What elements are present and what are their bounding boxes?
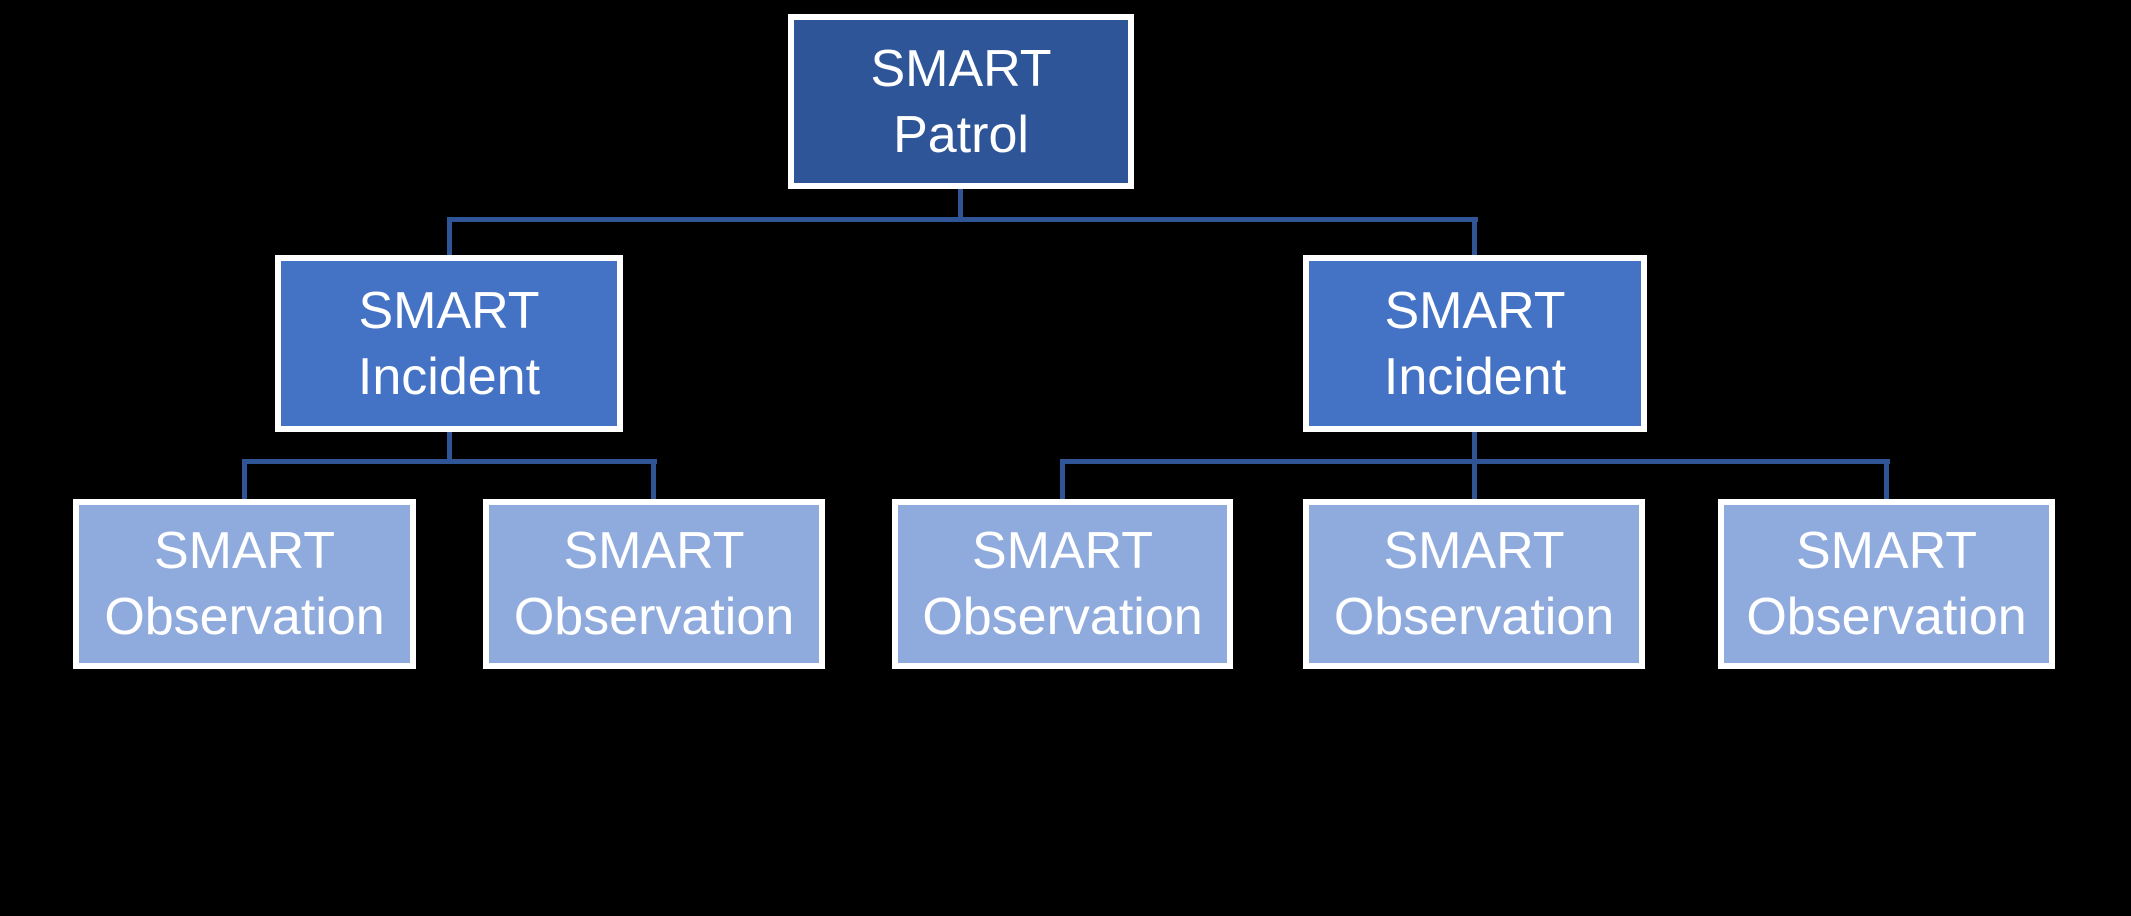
node-label-line: SMART [358, 281, 540, 340]
connector-left-horizontal [242, 459, 657, 464]
connector-drop-observation-3 [1060, 459, 1065, 500]
node-label-line: SMART [153, 522, 336, 580]
node-smart-observation-1: SMART Observation [73, 499, 416, 669]
connector-level2-horizontal [447, 217, 1478, 222]
connector-drop-observation-2 [651, 459, 656, 500]
node-label-line: SMART [1384, 281, 1566, 340]
node-label-line: Incident [357, 347, 541, 406]
connector-drop-incident-1 [447, 217, 452, 255]
node-label-line: Incident [1383, 347, 1567, 406]
node-smart-patrol: SMART Patrol [788, 14, 1134, 189]
node-label-line: Observation [1333, 588, 1615, 646]
node-label-line: Observation [104, 588, 385, 646]
node-label-line: SMART [870, 39, 1052, 98]
connector-patrol-stem [958, 189, 963, 222]
node-label-line: SMART [971, 522, 1154, 580]
node-smart-observation-5: SMART Observation [1718, 499, 2055, 669]
node-smart-incident-2: SMART Incident [1303, 255, 1647, 432]
connector-drop-observation-1 [242, 459, 247, 500]
node-label-line: SMART [563, 522, 745, 580]
node-label-line: Patrol [893, 105, 1029, 164]
connector-drop-observation-5 [1884, 459, 1889, 500]
node-smart-incident-1: SMART Incident [275, 255, 623, 432]
node-smart-observation-2: SMART Observation [483, 499, 825, 669]
connector-incident-1-stem [447, 432, 452, 464]
node-label-line: Observation [1746, 588, 2027, 646]
connector-incident-2-stem [1472, 432, 1477, 464]
node-label-line: Observation [513, 588, 795, 646]
node-smart-observation-4: SMART Observation [1303, 499, 1645, 669]
node-smart-observation-3: SMART Observation [892, 499, 1233, 669]
connector-drop-observation-4 [1472, 459, 1477, 500]
node-label-line: Observation [922, 588, 1203, 646]
node-label-line: SMART [1795, 522, 1978, 580]
connector-drop-incident-2 [1472, 217, 1477, 255]
node-label-line: SMART [1383, 522, 1565, 580]
